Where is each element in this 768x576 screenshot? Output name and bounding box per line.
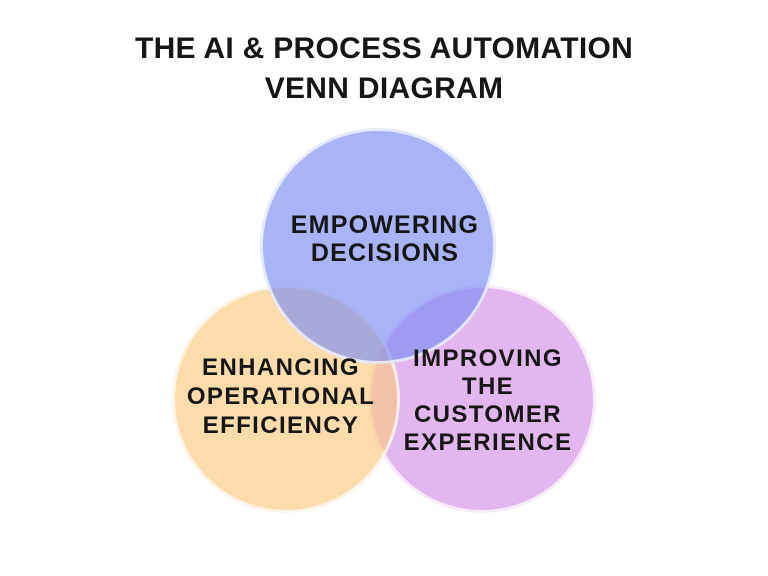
venn-label-operational-efficiency: ENHANCING OPERATIONAL EFFICIENCY bbox=[186, 354, 376, 439]
venn-label-customer-experience: IMPROVING THE CUSTOMER EXPERIENCE bbox=[403, 345, 573, 456]
venn-label-empowering-decisions: EMPOWERING DECISIONS bbox=[290, 211, 480, 267]
page-title: THE AI & PROCESS AUTOMATION VENN DIAGRAM bbox=[134, 32, 634, 105]
venn-circle-empowering-decisions bbox=[260, 128, 496, 364]
